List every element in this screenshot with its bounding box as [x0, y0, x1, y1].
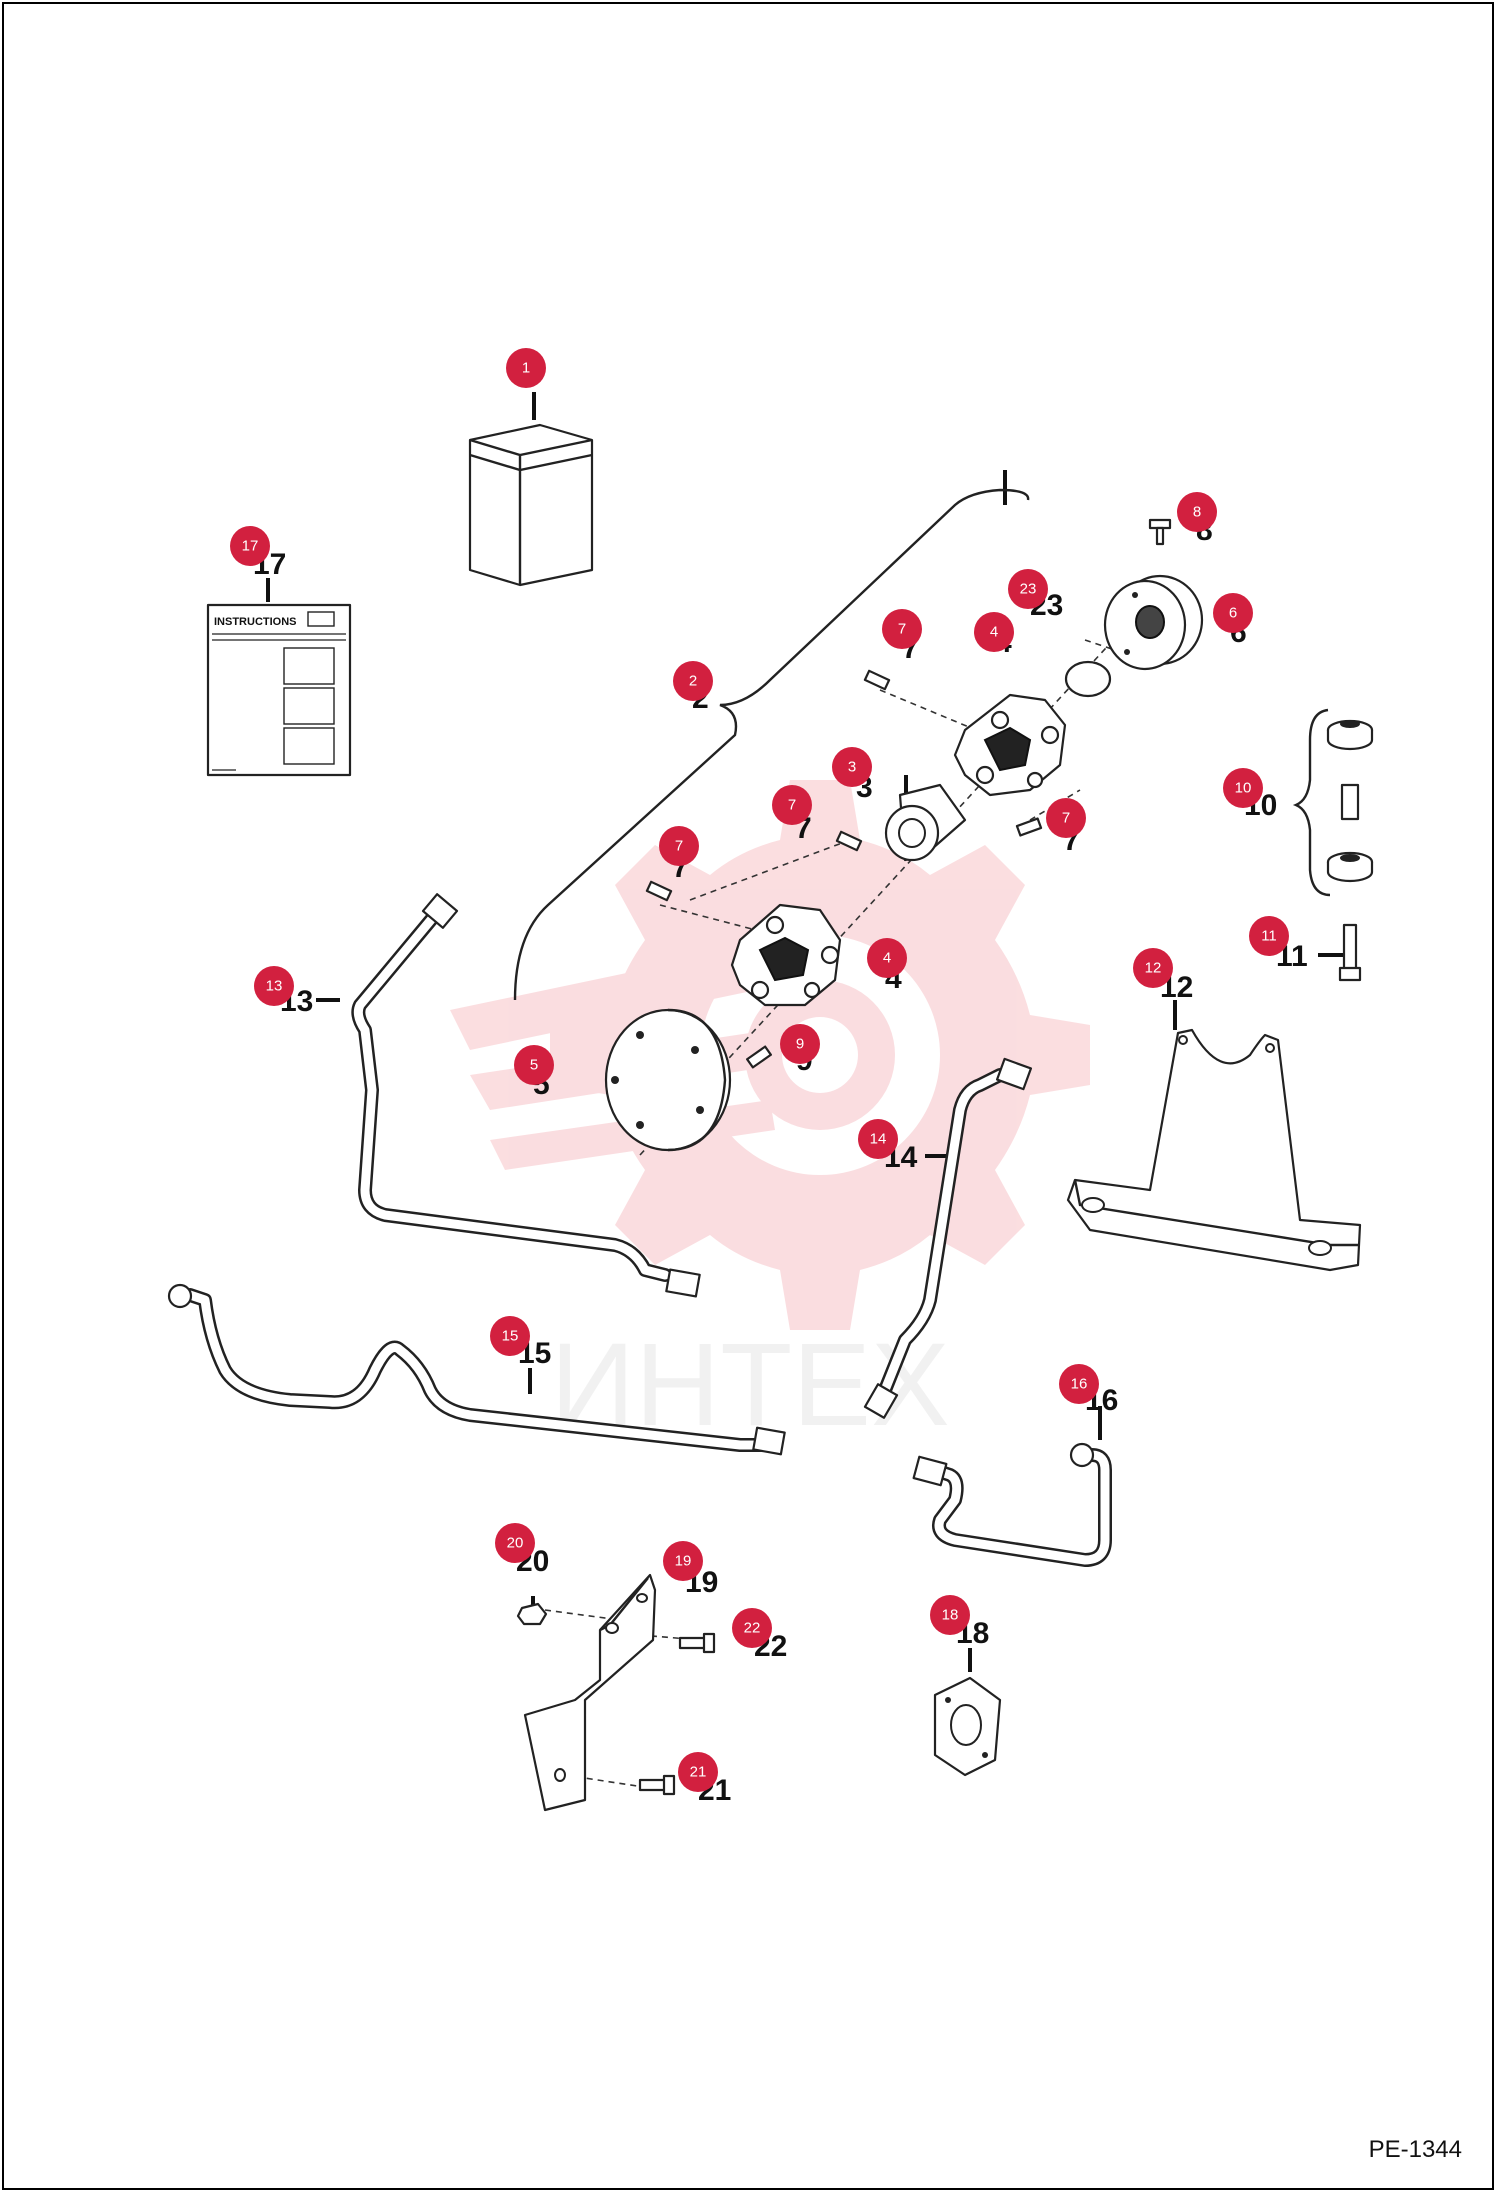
callout-badge-13: 13 [254, 966, 294, 1006]
kit-brace [513, 488, 1030, 1001]
svg-text:7: 7 [898, 621, 906, 638]
callout-badge-5: 5 [514, 1045, 554, 1085]
callout-badge-21: 21 [678, 1752, 718, 1792]
part-5-plate [604, 1008, 732, 1152]
svg-text:16: 16 [1071, 1376, 1088, 1393]
callout-badge-10: 10 [1223, 768, 1263, 808]
svg-text:11: 11 [1261, 928, 1277, 945]
svg-text:8: 8 [1193, 504, 1201, 521]
svg-text:9: 9 [796, 1036, 804, 1053]
callout-badge-18: 18 [930, 1595, 970, 1635]
callout-badge-9: 9 [780, 1024, 820, 1064]
callout-badge-22: 22 [732, 1608, 772, 1648]
svg-text:2: 2 [689, 673, 697, 690]
callout-badge-4b: 4 [867, 938, 907, 978]
part-20-nut [516, 1602, 548, 1626]
svg-text:10: 10 [1235, 780, 1252, 797]
callout-badge-7a: 7 [882, 609, 922, 649]
part-16-hydraulic-line [912, 1442, 1112, 1567]
svg-text:7: 7 [788, 797, 796, 814]
part-17-instructions-sheet: INSTRUCTIONS [206, 603, 352, 777]
svg-text:13: 13 [266, 978, 283, 995]
svg-text:18: 18 [942, 1607, 959, 1624]
svg-text:14: 14 [870, 1131, 887, 1148]
callout-badge-12: 12 [1133, 948, 1173, 988]
part-4-coupling-lower [730, 903, 842, 1007]
callout-badge-15: 15 [490, 1316, 530, 1356]
part-3-hub [884, 783, 967, 862]
callout-badge-3: 3 [832, 747, 872, 787]
part-7-bolts [645, 669, 1043, 902]
callout-badge-16: 16 [1059, 1364, 1099, 1404]
part-4-coupling-upper [953, 693, 1067, 797]
part-9-screw [746, 1045, 772, 1069]
part-15-hydraulic-line [167, 1283, 786, 1456]
callout-badge-7c: 7 [659, 826, 699, 866]
svg-text:5: 5 [530, 1057, 538, 1074]
callout-badge-7b: 7 [772, 785, 812, 825]
part-12-bracket [1066, 1028, 1362, 1272]
callout-badge-6: 6 [1213, 593, 1253, 633]
callout-badge-14: 14 [858, 1119, 898, 1159]
callout-badge-17: 17 [230, 526, 270, 566]
part-11-bolt [1338, 923, 1362, 982]
callout-badge-7d: 7 [1046, 798, 1086, 838]
svg-text:23: 23 [1020, 581, 1037, 598]
part-21-bolt [638, 1774, 676, 1796]
svg-text:6: 6 [1229, 605, 1237, 622]
part-18-gasket [933, 1676, 1002, 1777]
svg-text:15: 15 [502, 1328, 519, 1345]
callout-badges: 1 17 8 23 6 7 4 2 3 7 7 10 7 11 4 12 13 … [230, 348, 1289, 1792]
page-code: PE-1344 [1368, 2136, 1462, 2163]
part-1-box [468, 423, 594, 587]
svg-text:7: 7 [675, 838, 683, 855]
part-10-mount-set [1292, 708, 1374, 897]
svg-text:4: 4 [990, 624, 998, 641]
callout-badge-1: 1 [506, 348, 546, 388]
svg-text:17: 17 [242, 538, 259, 555]
bolt-7c [645, 880, 673, 902]
part-23-plug [1064, 660, 1112, 698]
part-19-bracket [523, 1573, 657, 1812]
svg-text:7: 7 [1062, 810, 1070, 827]
part-14-hydraulic-line [863, 1057, 1033, 1419]
bolt-7b [835, 830, 863, 852]
bolt-7a [863, 669, 891, 691]
instructions-label: INSTRUCTIONS [214, 616, 297, 628]
callout-badge-11: 11 [1249, 916, 1289, 956]
callout-badge-20: 20 [495, 1523, 535, 1563]
svg-text:1: 1 [522, 360, 530, 377]
svg-text:22: 22 [744, 1620, 761, 1637]
svg-text:21: 21 [690, 1764, 707, 1781]
callout-badge-19: 19 [663, 1541, 703, 1581]
part-13-hydraulic-line [351, 893, 701, 1298]
callout-badge-2: 2 [673, 661, 713, 701]
part-6-flange [1103, 574, 1204, 671]
bolt-7d [1015, 817, 1043, 837]
part-8-screw [1148, 518, 1172, 546]
callout-badge-8: 8 [1177, 492, 1217, 532]
svg-text:19: 19 [675, 1553, 692, 1570]
svg-text:20: 20 [507, 1535, 524, 1552]
svg-text:12: 12 [1145, 960, 1162, 977]
svg-text:4: 4 [883, 950, 891, 967]
callout-badge-23: 23 [1008, 569, 1048, 609]
svg-text:3: 3 [848, 759, 856, 776]
part-22-bolt [678, 1632, 716, 1654]
callout-badge-4a: 4 [974, 612, 1014, 652]
